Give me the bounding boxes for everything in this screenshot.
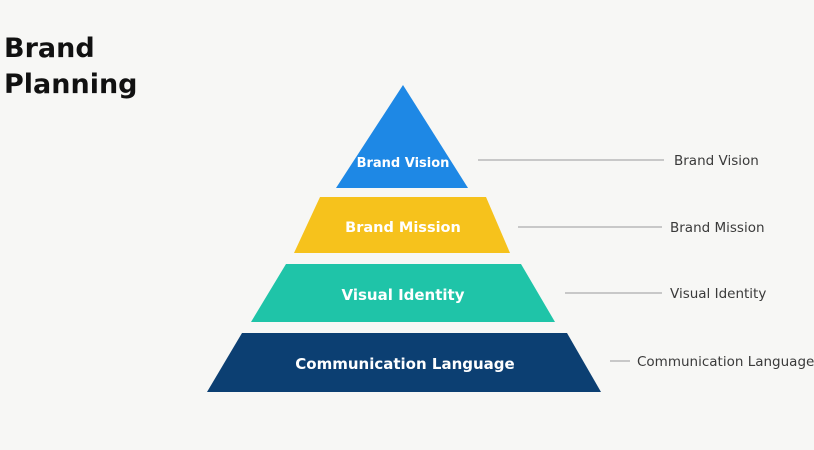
pyramid-tier-brand-mission: Brand Mission bbox=[294, 197, 510, 253]
tier-shape-brand-mission bbox=[294, 197, 510, 253]
page-title-line-2: Planning bbox=[4, 69, 138, 100]
tier-shape-brand-vision bbox=[336, 85, 468, 188]
tier-label-visual-identity: Visual Identity bbox=[341, 286, 464, 304]
tier-shape-communication-language bbox=[207, 333, 601, 392]
pyramid-tier-brand-vision: Brand Vision bbox=[336, 85, 468, 188]
page-title: Brand Planning bbox=[4, 31, 204, 103]
tier-label-communication-language: Communication Language bbox=[295, 355, 514, 373]
callout-label-visual-identity: Visual Identity bbox=[670, 286, 766, 302]
tier-shape-visual-identity bbox=[251, 264, 555, 322]
tier-label-brand-mission: Brand Mission bbox=[345, 220, 461, 236]
callout-label-communication-language: Communication Language bbox=[637, 354, 814, 370]
callout-label-brand-mission: Brand Mission bbox=[670, 220, 765, 236]
tier-label-brand-vision: Brand Vision bbox=[357, 156, 450, 171]
page-title-line-1: Brand bbox=[4, 33, 95, 64]
callout-label-brand-vision: Brand Vision bbox=[674, 153, 759, 169]
pyramid-tier-communication-language: Communication Language bbox=[207, 333, 601, 392]
pyramid-tier-visual-identity: Visual Identity bbox=[251, 264, 555, 322]
